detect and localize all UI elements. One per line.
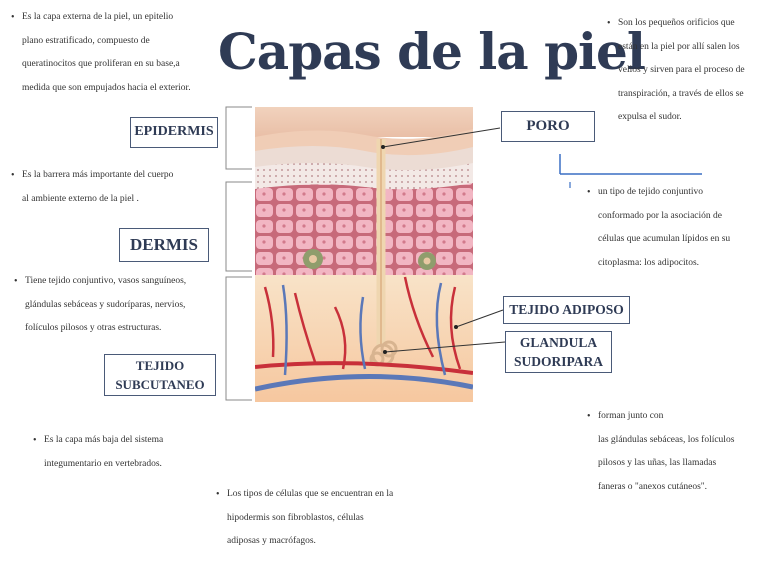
note-line: queratinocitos que proliferan en su base…: [22, 59, 180, 69]
note-barrera: • Es la barrera más importante del cuerp…: [11, 164, 232, 211]
label-text: EPIDERMIS: [134, 124, 214, 139]
label-text: TEJIDO ADIPOSO: [509, 302, 624, 317]
bullet-icon: •: [14, 276, 18, 287]
note-line: las glándulas sebáceas, los folículos: [598, 434, 735, 445]
bullet-icon: •: [587, 187, 591, 198]
label-text: SUDORIPARA: [513, 354, 603, 369]
note-line: transpiración, a través de ellos se: [618, 88, 744, 99]
note-line: integumentario en vertebrados.: [44, 458, 162, 469]
label-text: DERMIS: [129, 235, 198, 254]
label-text: PORO: [526, 118, 570, 134]
note-line: al ambiente externo de la piel .: [22, 193, 139, 204]
note-adiposo: • un tipo de tejido conjuntivo conformad…: [587, 181, 764, 275]
label-dermis: DERMIS: [119, 228, 209, 262]
page-title: Capas de la piel: [218, 22, 646, 81]
note-line: adiposas y macrófagos.: [227, 536, 316, 546]
note-line: están en la piel por allí salen los: [618, 41, 740, 52]
note-hipodermis: • Los tipos de células que se encuentran…: [216, 483, 437, 554]
skin-cross-section-image: [255, 107, 473, 402]
note-epidermis: • Es la capa externa de la piel, un epit…: [11, 6, 232, 100]
note-line: faneras o "anexos cutáneos".: [598, 481, 708, 492]
note-line: células que acumulan lípidos en su: [598, 234, 731, 244]
label-text: TEJIDO: [135, 358, 185, 373]
note-line: hipodermis son fibroblastos, células: [227, 512, 364, 523]
bullet-icon: •: [11, 12, 15, 23]
label-tejido-adiposo: TEJIDO ADIPOSO: [503, 296, 630, 324]
note-line: folículos pilosos y otras estructuras.: [25, 323, 162, 333]
label-epidermis: EPIDERMIS: [130, 117, 218, 148]
note-line: Son los pequeños orificios que: [618, 18, 735, 28]
note-line: Es la capa más baja del sistema: [44, 435, 164, 445]
bullet-icon: •: [587, 411, 591, 422]
note-subcutaneo: • Es la capa más baja del sistema integu…: [33, 429, 224, 476]
note-line: Es la capa externa de la piel, un epitel…: [22, 12, 174, 22]
note-line: vellos y sirven para el proceso de: [618, 65, 745, 75]
note-line: Tiene tejido conjuntivo, vasos sanguíneo…: [25, 276, 187, 286]
note-line: Los tipos de células que se encuentran e…: [227, 489, 394, 499]
note-line: forman junto con: [598, 411, 664, 421]
label-subcutaneo: TEJIDO SUBCUTANEO: [104, 354, 216, 396]
note-line: medida que son empujados hacia el exteri…: [22, 82, 191, 93]
note-line: citoplasma: los adipocitos.: [598, 257, 700, 268]
note-line: pilosos y las uñas, las llamadas: [598, 458, 717, 468]
divider-line: [559, 154, 702, 188]
label-glandula: GLANDULA SUDORIPARA: [505, 331, 612, 373]
note-line: un tipo de tejido conjuntivo: [598, 187, 704, 197]
note-glandula: • forman junto con las glándulas sebácea…: [587, 405, 764, 499]
layer-brackets: [225, 106, 252, 401]
note-line: plano estratificado, compuesto de: [22, 35, 150, 46]
note-line: glándulas sebáceas y sudoríparas, nervio…: [25, 299, 186, 310]
note-dermis: • Tiene tejido conjuntivo, vasos sanguín…: [14, 270, 235, 341]
bullet-icon: •: [33, 435, 37, 446]
note-poro: • Son los pequeños orificios que están e…: [607, 12, 766, 130]
label-poro: PORO: [501, 111, 595, 142]
label-text: GLANDULA: [519, 335, 598, 350]
bullet-icon: •: [11, 170, 15, 181]
bullet-icon: •: [216, 489, 220, 500]
note-line: expulsa el sudor.: [618, 112, 682, 122]
bullet-icon: •: [607, 18, 611, 29]
note-line: conformado por la asociación de: [598, 210, 722, 221]
label-text: SUBCUTANEO: [115, 377, 205, 392]
note-line: Es la barrera más importante del cuerpo: [22, 170, 174, 180]
